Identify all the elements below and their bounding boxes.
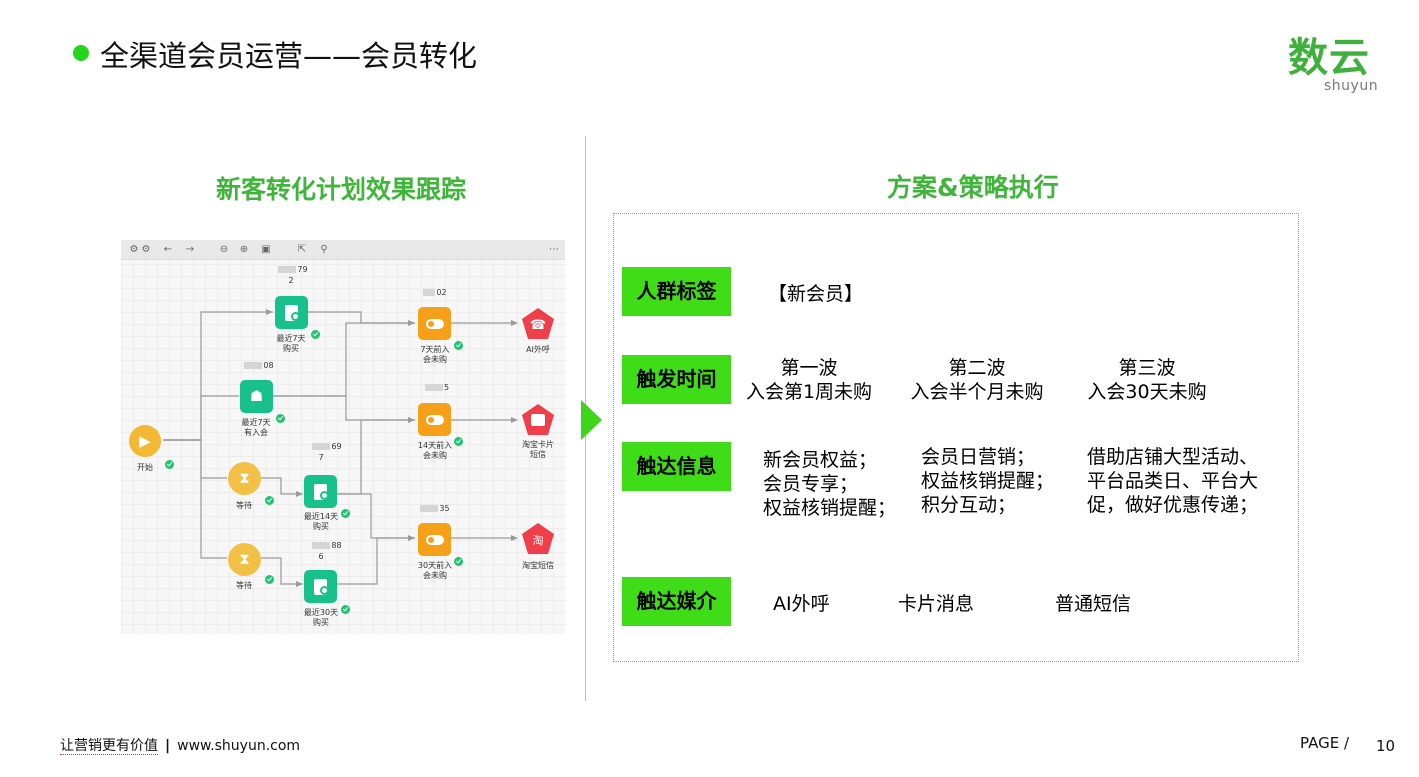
node-count: 88 — [307, 541, 347, 551]
logo-subtext: shuyun — [1324, 78, 1379, 94]
message-col-2: 会员日营销； 权益核销提醒； 积分互动； — [921, 446, 1055, 516]
trigger-wave-1: 第一波 入会第1周未购 — [745, 357, 873, 403]
trigger-wave-3: 第三波 入会30天未购 — [1087, 357, 1207, 403]
phone-icon[interactable]: ☎ — [520, 306, 556, 342]
taobao-card-sms-label: 淘宝卡片 短信 — [522, 440, 554, 459]
zoom-out-icon[interactable]: ⊖ — [219, 244, 229, 255]
start-node[interactable]: ▶ — [129, 425, 161, 457]
wait-label-1: 等待 — [236, 501, 252, 510]
join14-nobuy-label: 14天前入 会未购 — [417, 441, 453, 460]
undo-icon[interactable]: ← — [163, 244, 173, 255]
title-bullet-dot — [73, 45, 89, 61]
join7-nobuy-label: 7天前入 会未购 — [420, 345, 450, 364]
check-icon — [311, 330, 320, 339]
page-number: 10 — [1376, 737, 1396, 755]
channel-ai-call: AI外呼 — [773, 593, 830, 615]
check-icon — [265, 496, 274, 505]
footer-slogan: 让营销更有价值 | www.shuyun.com — [60, 737, 300, 755]
slogan-text: 让营销更有价值 — [60, 738, 158, 755]
fit-screen-icon[interactable]: ▣ — [261, 244, 271, 255]
search-icon[interactable]: ⚲ — [320, 244, 328, 255]
channel-sms: 普通短信 — [1055, 593, 1132, 615]
channel-card-message: 卡片消息 — [898, 593, 975, 615]
strategy-panel — [613, 213, 1299, 662]
website-link[interactable]: www.shuyun.com — [177, 738, 301, 754]
ai-call-label: AI外呼 — [526, 345, 550, 354]
arrow-right-icon — [581, 400, 602, 440]
wait-label-2: 等待 — [236, 581, 252, 590]
recent7-join-node[interactable]: ☗ — [240, 380, 273, 413]
svg-text:淘: 淘 — [533, 534, 544, 547]
check-icon — [454, 341, 463, 350]
strategy-section-title: 方案&策略执行 — [887, 173, 1059, 202]
node-count-sub: 7 — [318, 453, 324, 462]
trigger-wave-2: 第二波 入会半个月未购 — [910, 357, 1044, 403]
sms-icon[interactable]: 淘 — [520, 521, 556, 557]
page-title: 全渠道会员运营——会员转化 — [100, 39, 478, 73]
redo-icon[interactable]: → — [185, 244, 195, 255]
wait-node-2[interactable]: ⧗ — [228, 543, 261, 576]
recent30-buy-label: 最近30天 购买 — [303, 608, 339, 627]
check-icon — [165, 460, 174, 469]
message-col-3: 借助店铺大型活动、 平台品类日、平台大 促，做好优惠传递； — [1087, 446, 1259, 516]
node-count-sub: 6 — [318, 552, 324, 561]
flow-toolbar: ⚙ ⚙ ← → ⊖ ⊕ ▣ ⇱ ⚲ ⋯ — [121, 240, 565, 260]
node-count-sub: 2 — [288, 276, 294, 285]
check-icon — [454, 557, 463, 566]
logo-text: 数云 — [1288, 35, 1370, 81]
recent7-buy-label: 最近7天 购买 — [276, 334, 306, 353]
more-icon[interactable]: ⋯ — [549, 244, 559, 255]
export-icon[interactable]: ⇱ — [297, 244, 307, 255]
audience-value: 【新会员】 — [768, 283, 864, 305]
recent14-buy-label: 最近14天 购买 — [303, 512, 339, 531]
shuyun-logo: 数云 shuyun — [1288, 34, 1388, 94]
tag-channel: 触达媒介 — [622, 577, 731, 626]
flow-section-title: 新客转化计划效果跟踪 — [216, 175, 467, 204]
join14-nobuy-node[interactable] — [418, 403, 451, 436]
join7-nobuy-node[interactable] — [418, 307, 451, 340]
wait-node-1[interactable]: ⧗ — [228, 462, 261, 495]
recent14-buy-node[interactable] — [304, 475, 337, 508]
check-icon — [341, 509, 350, 518]
check-icon — [454, 437, 463, 446]
node-count: 35 — [417, 504, 453, 514]
taobao-sms-label: 淘宝短信 — [522, 561, 554, 570]
message-col-1: 新会员权益； 会员专享； 权益核销提醒； — [763, 449, 897, 519]
zoom-in-icon[interactable]: ⊕ — [239, 244, 249, 255]
tag-trigger-time: 触发时间 — [622, 355, 731, 404]
node-count: 69 — [307, 442, 347, 452]
svg-text:☎: ☎ — [530, 318, 546, 333]
footer-separator: | — [165, 738, 171, 754]
recent7-buy-node[interactable] — [275, 296, 308, 329]
node-count: 02 — [417, 288, 453, 298]
flow-canvas: ⚙ ⚙ ← → ⊖ ⊕ ▣ ⇱ ⚲ ⋯ — [121, 240, 565, 634]
settings-icon[interactable]: ⚙ — [129, 244, 139, 255]
node-count: 08 — [239, 361, 279, 371]
start-label: 开始 — [137, 463, 153, 472]
gear-icon[interactable]: ⚙ — [141, 244, 151, 255]
check-icon — [341, 605, 350, 614]
recent7-join-label: 最近7天 有入会 — [241, 418, 271, 437]
card-sms-icon[interactable] — [520, 402, 556, 438]
check-icon — [276, 414, 285, 423]
join30-nobuy-node[interactable] — [418, 523, 451, 556]
node-count: 5 — [419, 383, 455, 393]
check-icon — [265, 575, 274, 584]
page-label: PAGE / — [1300, 734, 1350, 752]
tag-audience: 人群标签 — [622, 267, 731, 316]
flow-connectors — [163, 309, 518, 587]
join30-nobuy-label: 30天前入 会未购 — [417, 561, 453, 580]
tag-message: 触达信息 — [622, 442, 731, 491]
node-count: 79 — [273, 265, 313, 275]
recent30-buy-node[interactable] — [304, 570, 337, 603]
